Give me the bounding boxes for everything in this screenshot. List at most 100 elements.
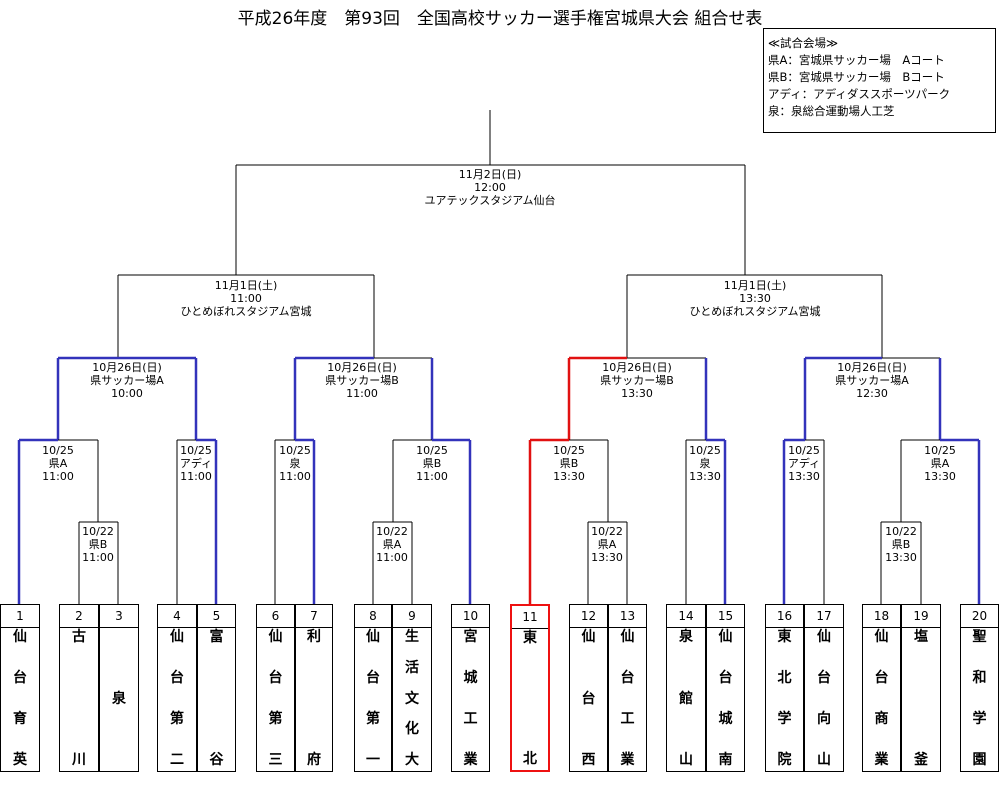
team-name-char: 利 — [307, 629, 321, 645]
team-name-char: 谷 — [209, 752, 224, 768]
match-time: 13:30 — [553, 470, 585, 483]
team-name: 富 谷 — [198, 629, 235, 769]
match-venue: 県B — [891, 538, 911, 551]
match-time: 13:30 — [924, 470, 956, 483]
match-date: 11月1日(土) — [723, 279, 787, 292]
page-title: 平成26年度 第93回 全国高校サッカー選手権宮城県大会 組合せ表 — [237, 9, 763, 29]
team-name-char: 化 — [405, 721, 419, 738]
team-number: 14 — [667, 605, 705, 628]
team-name-char — [117, 752, 122, 769]
team-name-char — [214, 711, 219, 728]
venue-legend-header: ≪試合会場≫ — [768, 36, 839, 50]
team-name-char: 山 — [679, 752, 693, 768]
team-name-char: 商 — [874, 711, 889, 727]
team-name: 仙台育英 — [1, 629, 39, 769]
team-name-char: 泉 — [679, 629, 693, 645]
match-venue: 県B — [88, 538, 108, 551]
team-name-char: 向 — [817, 711, 831, 727]
team-name-char: 聖 — [972, 629, 987, 645]
team-name-char: 第 — [366, 711, 380, 727]
team-name-char: 院 — [777, 752, 792, 768]
match-date: 10/25 — [788, 444, 820, 457]
team-number: 12 — [570, 605, 607, 628]
match-date: 10/25 — [553, 444, 585, 457]
team-number: 6 — [257, 605, 294, 628]
team-name-char: 台 — [366, 670, 380, 686]
team-name-char: 業 — [874, 752, 889, 768]
team-name: 仙台第二 — [158, 629, 196, 769]
team-name-char: 和 — [972, 670, 987, 686]
match-time: 10:00 — [111, 387, 143, 400]
team-name-char: 工 — [620, 711, 635, 727]
match-time: 12:00 — [474, 181, 506, 194]
team-name-char: 塩 — [914, 629, 928, 645]
team-name-char: 台 — [718, 670, 733, 686]
match-venue: 県A — [597, 538, 617, 551]
team-name-char: 学 — [777, 711, 792, 727]
match-date: 10月26日(日) — [327, 361, 397, 374]
team-name: 東北学院 — [766, 629, 803, 769]
match-time: 13:30 — [689, 470, 721, 483]
team-number: 13 — [609, 605, 646, 628]
match-venue: 県A — [48, 457, 68, 470]
match-time: 13:30 — [739, 292, 771, 305]
team-name: 仙台第三 — [257, 629, 294, 769]
team-name-char: 二 — [170, 752, 184, 768]
match-venue: 県B — [422, 457, 442, 470]
team-name-char: 台 — [620, 670, 635, 686]
team-name-char: 文 — [405, 690, 419, 707]
team-name: 仙台第一 — [355, 629, 391, 769]
team-name-char: 業 — [463, 752, 478, 768]
team-name-char — [919, 711, 924, 728]
team-name-char: 育 — [13, 711, 27, 727]
team-name-char — [214, 670, 219, 687]
match-venue: 県サッカー場A — [835, 374, 909, 387]
match-date: 10/25 — [416, 444, 448, 457]
match-venue: アディ — [179, 457, 213, 470]
team-name-char: 城 — [718, 711, 733, 727]
team-name-char: 東 — [523, 630, 537, 646]
team-number: 10 — [452, 605, 489, 628]
venue-item: 県A：宮城県サッカー場 Aコート — [768, 53, 945, 67]
team-name: 仙台西 — [570, 629, 607, 769]
team-name-char: 一 — [366, 752, 380, 768]
match-venue: 県A — [382, 538, 402, 551]
match-time: 13:30 — [591, 551, 623, 564]
match-venue: 県サッカー場B — [325, 374, 399, 387]
match-date: 11月2日(日) — [458, 168, 522, 181]
team-name: 泉 — [100, 629, 138, 769]
team-name: 古 川 — [60, 629, 98, 769]
team-name: 聖和学園 — [961, 629, 998, 769]
match-venue: 泉 — [289, 457, 301, 470]
team-name-char: 古 — [72, 629, 86, 645]
match-time: 13:30 — [621, 387, 653, 400]
team-name-char: 学 — [972, 711, 987, 727]
team-name-char: 館 — [679, 690, 693, 707]
team-name: 仙台工業 — [609, 629, 646, 769]
team-name-char: 釜 — [914, 752, 928, 768]
team-name-char: 北 — [777, 670, 792, 686]
team-number: 15 — [707, 605, 744, 628]
match-time: 11:00 — [416, 470, 448, 483]
team-name-char: 生 — [405, 629, 419, 645]
venue-item: 県B：宮城県サッカー場 Bコート — [768, 70, 945, 84]
team-name-char: 仙 — [268, 629, 283, 645]
team-name-char — [117, 629, 122, 646]
